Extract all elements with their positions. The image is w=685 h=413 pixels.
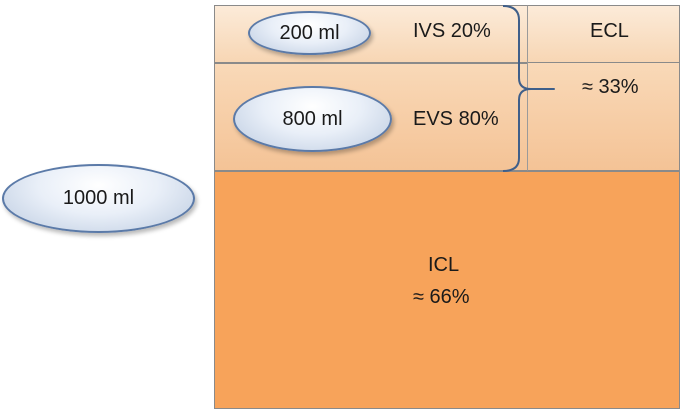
evs-volume-ellipse: 800 ml (233, 86, 392, 152)
ecl-brace-path (502, 5, 555, 172)
ecl-percent-label: ≈ 33% (582, 76, 639, 98)
total-volume-label: 1000 ml (62, 187, 135, 209)
ivs-volume-ellipse: 200 ml (248, 11, 371, 55)
ecl-bottom-cell (528, 63, 679, 170)
evs-label: EVS 80% (413, 108, 499, 130)
icl-label: ICL (428, 254, 460, 276)
icl-compartment (214, 171, 680, 409)
ivs-label: IVS 20% (413, 20, 491, 42)
icl-percent-label: ≈ 66% (413, 286, 470, 308)
ecl-label: ECL (590, 20, 629, 42)
ecl-top-cell (528, 6, 679, 63)
ivs-volume-label: 200 ml (279, 21, 340, 44)
evs-volume-label: 800 ml (282, 107, 343, 130)
total-volume-ellipse: 1000 ml (2, 164, 195, 233)
